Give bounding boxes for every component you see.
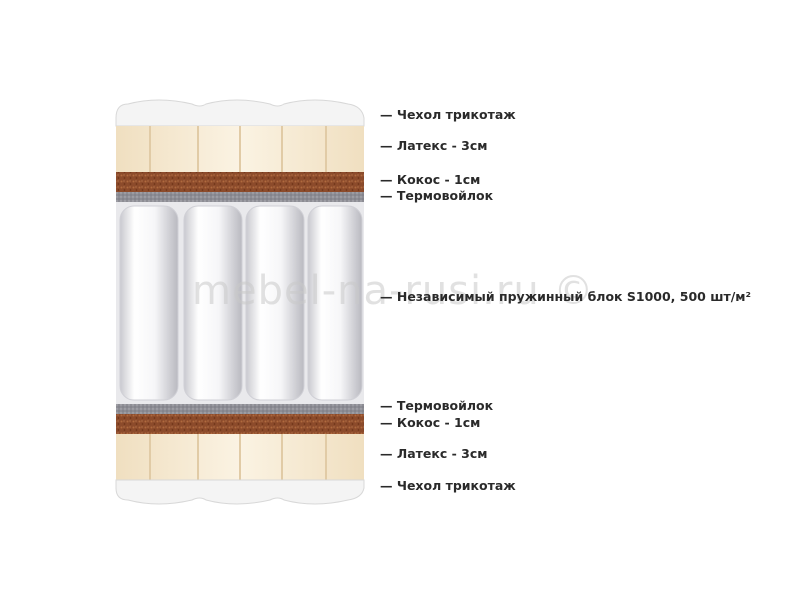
top-latex-layer <box>116 126 364 172</box>
bottom-felt-layer <box>116 404 364 414</box>
bottom-coconut-layer <box>116 414 364 434</box>
bottom-knit-cover <box>115 479 365 505</box>
label-top-latex: — Латекс - 3см <box>380 138 488 153</box>
top-felt-layer <box>116 192 364 202</box>
top-coconut-layer <box>116 172 364 192</box>
bottom-latex-layer <box>116 434 364 480</box>
label-bottom-latex: — Латекс - 3см <box>380 446 488 461</box>
label-top-felt: — Термовойлок <box>380 188 494 203</box>
watermark: mebel-na-rusi.ru © <box>192 268 595 314</box>
label-top-knit-cover: — Чехол трикотаж <box>380 107 516 122</box>
spring-block <box>116 202 364 404</box>
label-top-coconut: — Кокос - 1см <box>380 172 481 187</box>
label-bottom-coconut: — Кокос - 1см <box>380 415 481 430</box>
label-spring-block: — Независимый пружинный блок S1000, 500 … <box>380 289 751 304</box>
label-bottom-knit-cover: — Чехол трикотаж <box>380 478 516 493</box>
label-bottom-felt: — Термовойлок <box>380 398 494 413</box>
top-knit-cover <box>115 99 365 127</box>
